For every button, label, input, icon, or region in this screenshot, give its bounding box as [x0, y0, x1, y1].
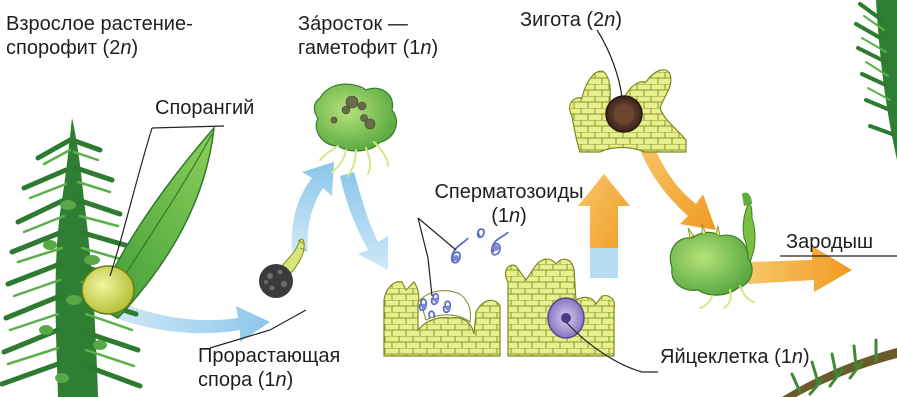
antheridium-icon [384, 282, 500, 356]
prothallus-icon [314, 84, 396, 176]
sporangium-leader [152, 126, 224, 128]
sporangium-text: Спорангий [155, 97, 254, 119]
arrow-icon [292, 162, 334, 252]
spermatozoids-line-2: (1n) [396, 204, 622, 228]
sporophyte-plant-icon [2, 118, 140, 397]
sporangium-label: Спорангий [155, 96, 254, 120]
zygote-label: Зигота (2n) [520, 8, 622, 32]
adult-sporophyte-label: Взрослое растение- спорофит (2n) [6, 12, 193, 60]
embryo-label: Зародыш [786, 230, 873, 254]
prothallus-label: За́росток — гаметофит (1n) [298, 12, 438, 60]
sperm-leader [418, 218, 432, 296]
spermatozoids-label: Сперматозоиды (1n) [396, 180, 622, 228]
prothallus-line-2: гаметофит (1n) [298, 36, 438, 60]
zygote-icon [570, 70, 686, 152]
sporangium-icon [82, 266, 134, 314]
sporophyte-plant-icon [856, 0, 897, 160]
arrow-icon [340, 172, 388, 270]
arrow-icon [116, 302, 270, 342]
germinating-spore-label: Прорастающая спора (1n) [198, 344, 340, 392]
germinating-spore-line-2: спора (1n) [198, 368, 340, 392]
arrow-icon [640, 142, 716, 230]
spermatozoids-line-1: Сперматозоиды [396, 180, 622, 204]
prothallus-line-1: За́росток — [298, 12, 438, 36]
adult-sporophyte-line-1: Взрослое растение- [6, 12, 193, 36]
germinating-spore-line-1: Прорастающая [198, 344, 340, 368]
embryo-text: Зародыш [786, 231, 873, 253]
spore-icon [259, 239, 306, 298]
adult-sporophyte-line-2: спорофит (2n) [6, 36, 193, 60]
egg-cell-label: Яйцеклетка (1n) [660, 345, 810, 369]
